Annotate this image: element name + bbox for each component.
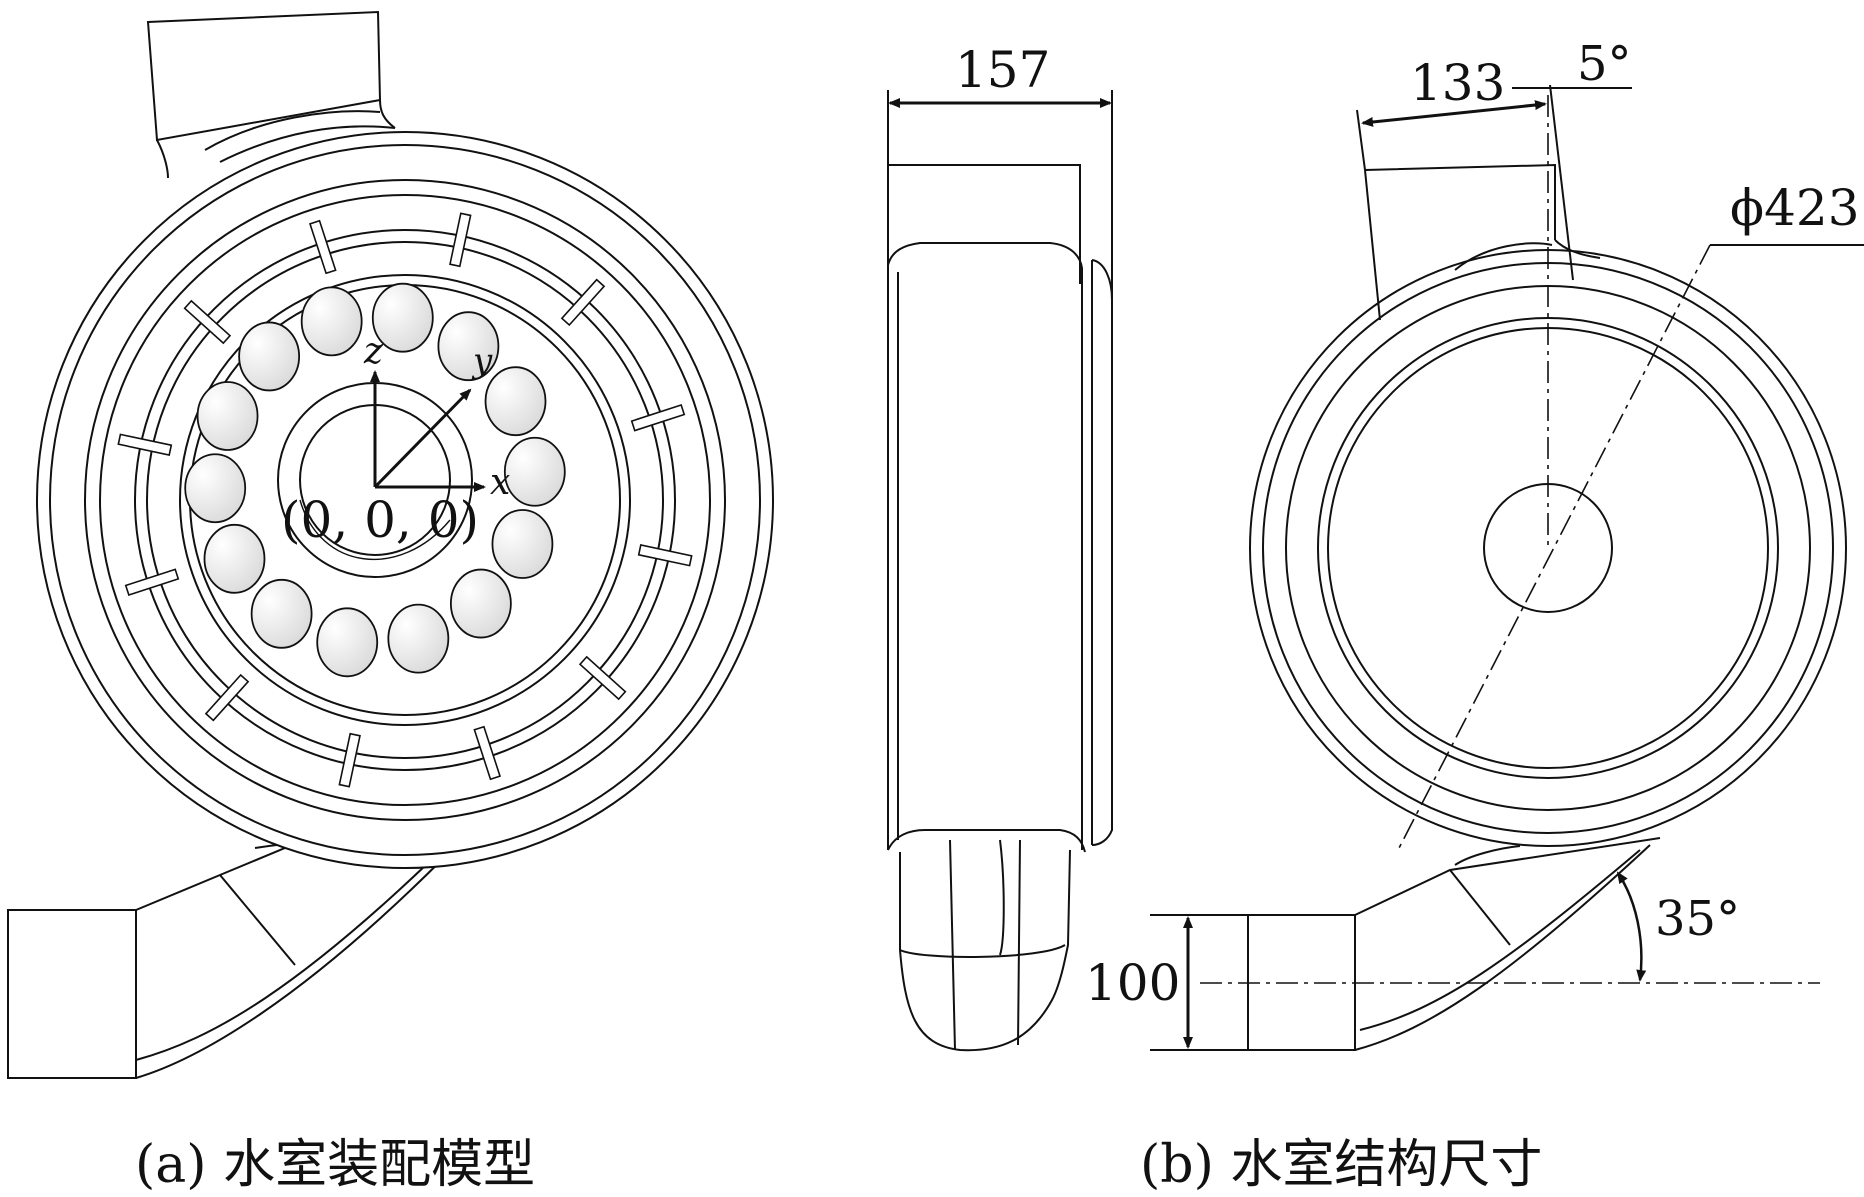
tube-hole	[184, 453, 247, 524]
tube-hole	[371, 282, 434, 353]
dim-label-423: ϕ423	[1730, 179, 1860, 237]
dim-outlet-100	[1150, 914, 1248, 1051]
guide-vane	[124, 568, 180, 596]
guide-vane	[560, 278, 606, 327]
tube-holes	[184, 282, 566, 678]
dim-label-133: 133	[1410, 54, 1505, 112]
guide-vane	[637, 544, 693, 567]
tube-hole	[387, 603, 450, 674]
dim-angle-35	[1616, 871, 1647, 982]
guide-vane	[183, 299, 232, 345]
dim-width-157	[887, 90, 1113, 300]
axis-label-z: z	[363, 331, 384, 372]
guide-vane	[473, 725, 501, 781]
guide-vane	[630, 404, 686, 432]
tube-hole	[437, 311, 500, 382]
tube-hole	[250, 578, 313, 649]
guide-vane	[338, 732, 361, 788]
guide-vane	[204, 673, 250, 722]
origin-label: (0, 0, 0)	[281, 491, 479, 549]
tube-hole	[503, 436, 566, 507]
dim-label-157: 157	[955, 41, 1050, 99]
caption-panel-b: (b) 水室结构尺寸	[1140, 1135, 1543, 1195]
center-lines	[1200, 95, 1820, 984]
front-view-drawing	[1247, 163, 1847, 1051]
coordinate-axes	[370, 370, 486, 492]
inlet-pipe-top	[146, 10, 396, 179]
dim-label-100: 100	[1085, 954, 1180, 1012]
caption-panel-a: (a) 水室装配模型	[135, 1135, 536, 1195]
tube-hole	[300, 286, 363, 357]
dim-inlet-133	[1356, 84, 1632, 281]
axis-label-y: y	[471, 341, 493, 381]
guide-vane	[578, 655, 627, 701]
assembly-model-drawing	[7, 10, 774, 1079]
dim-label-35deg: 35°	[1655, 891, 1740, 947]
guide-vane	[449, 212, 472, 268]
tube-hole	[484, 366, 547, 437]
guide-vane	[117, 433, 173, 456]
guide-vanes	[117, 212, 693, 788]
axis-label-x: x	[490, 462, 510, 503]
tube-hole	[316, 607, 379, 678]
tube-hole	[203, 523, 266, 594]
dim-label-5deg: 5°	[1577, 36, 1632, 92]
tube-hole	[238, 321, 301, 392]
tube-hole	[196, 381, 259, 451]
guide-vane	[309, 219, 337, 275]
tube-hole	[491, 509, 554, 579]
tube-hole	[449, 568, 512, 639]
side-view-drawing	[887, 164, 1113, 1052]
